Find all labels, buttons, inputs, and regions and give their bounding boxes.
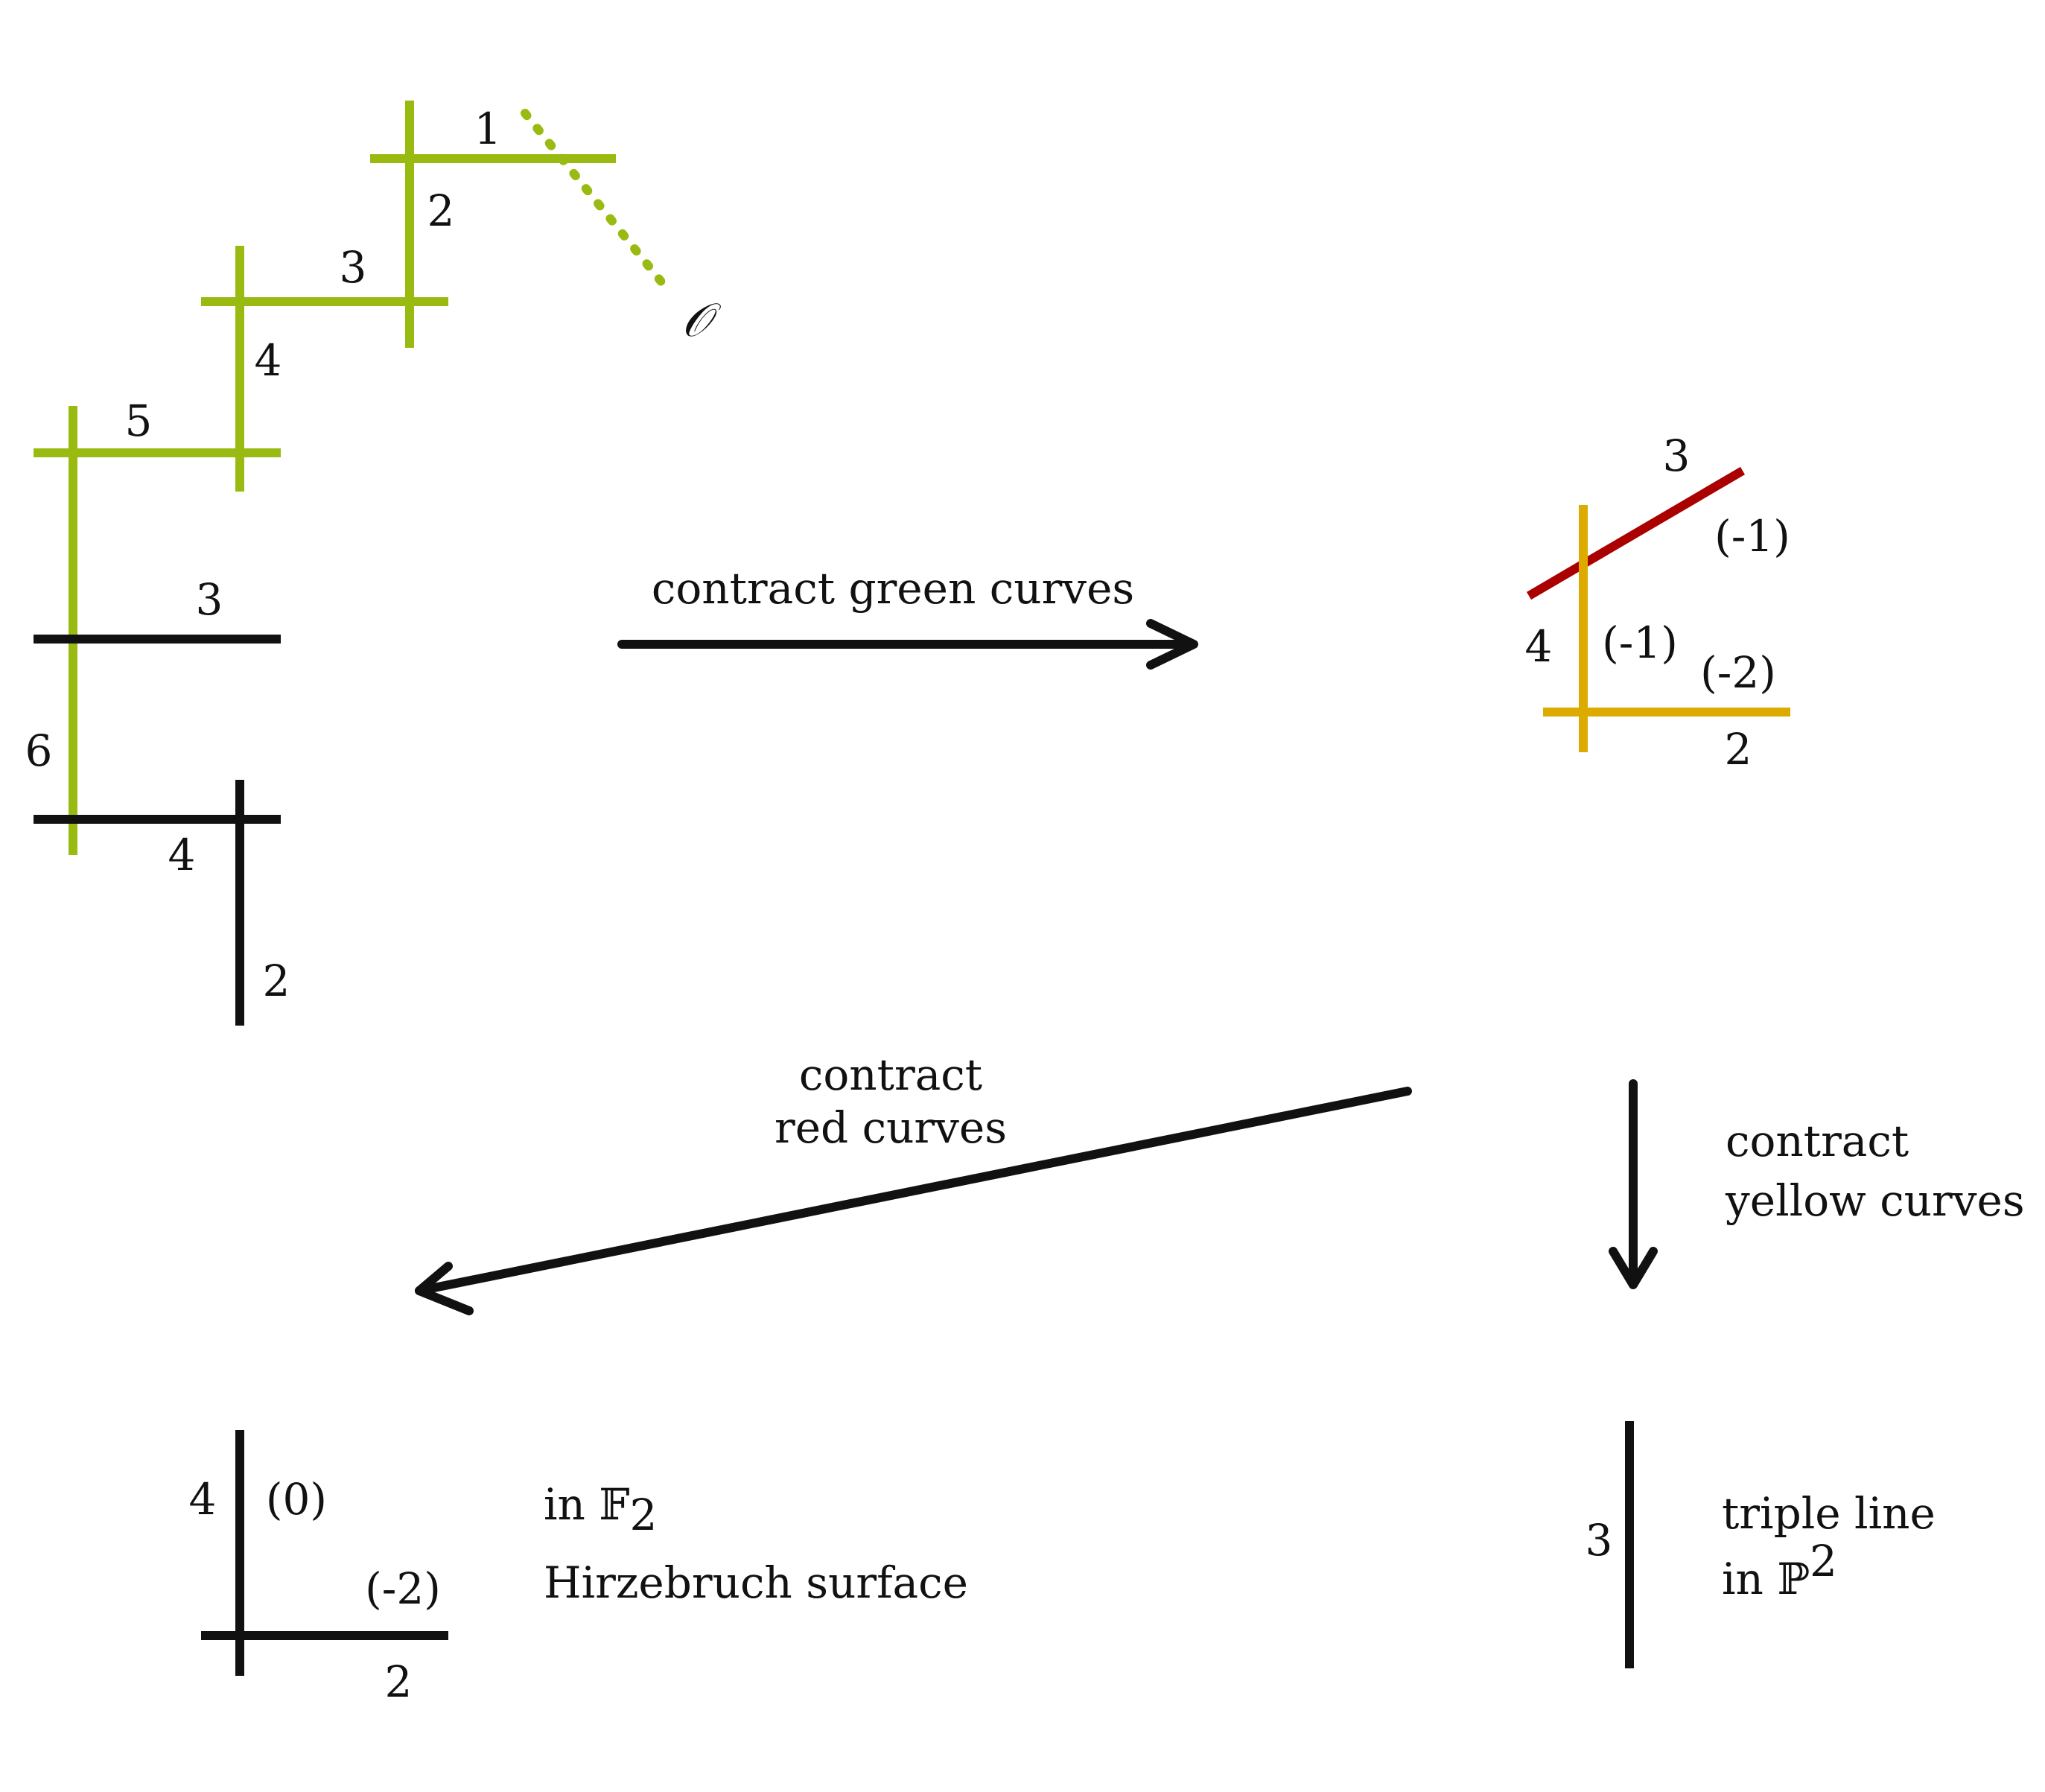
arrow-1-label: contract green curves xyxy=(652,563,1134,614)
black-label-2: 2 xyxy=(263,956,290,1006)
arrow-2-head xyxy=(415,1262,474,1315)
black-label-3: 3 xyxy=(196,574,223,625)
bottom-right-labels: 3 triple line in ℙ2 xyxy=(1586,1488,1936,1604)
section-self-intersection: (-2) xyxy=(365,1563,441,1614)
red-multiplicity: 3 xyxy=(1663,430,1691,481)
arrow-contract-green xyxy=(617,619,1198,670)
green-curve-chain xyxy=(34,101,616,855)
fiber-multiplicity: 4 xyxy=(189,1474,217,1525)
green-label-2: 2 xyxy=(427,185,455,236)
yellow-horizontal-multiplicity: 2 xyxy=(1725,724,1752,775)
black-label-4: 4 xyxy=(168,830,196,880)
green-label-5: 5 xyxy=(125,395,153,446)
green-label-3: 3 xyxy=(340,242,367,293)
red-curve xyxy=(1526,466,1746,600)
green-label-4: 4 xyxy=(255,335,282,386)
yellow-vertical-self-intersection: (-1) xyxy=(1602,617,1678,668)
f2-caption-line-2: Hirzebruch surface xyxy=(544,1557,968,1608)
arrow-3-head xyxy=(1609,1247,1658,1289)
top-left-labels: 1 2 3 4 5 6 𝒪 3 4 2 xyxy=(25,104,722,1006)
yellow-vertical-multiplicity: 4 xyxy=(1525,621,1553,672)
arrow-3-label-line-2: yellow curves xyxy=(1725,1175,2025,1226)
fiber-self-intersection: (0) xyxy=(266,1474,327,1525)
arrow-1-head xyxy=(1146,619,1198,670)
black-curves-top-left xyxy=(34,635,281,1026)
bottom-left-configuration xyxy=(201,1430,448,1676)
green-label-1: 1 xyxy=(474,104,502,154)
dotted-marked-curve xyxy=(521,109,671,293)
arrow-contract-yellow xyxy=(1609,1079,1658,1289)
arrow-2-shaft xyxy=(415,1087,1412,1295)
yellow-horizontal-self-intersection: (-2) xyxy=(1700,647,1776,698)
bottom-left-labels: 4 (0) (-2) 2 in 𝔽2 Hirzebruch surface xyxy=(189,1474,968,1707)
p2-caption-line-2: in ℙ2 xyxy=(1722,1536,1837,1604)
section-multiplicity: 2 xyxy=(385,1656,413,1707)
top-right-labels: 3 (-1) 4 (-1) (-2) 2 xyxy=(1525,430,1790,775)
arrow-3-label-line-1: contract xyxy=(1726,1116,1909,1166)
red-self-intersection: (-1) xyxy=(1714,511,1790,562)
top-right-configuration xyxy=(1526,466,1790,752)
arrow-contract-red xyxy=(415,1087,1412,1315)
green-label-6: 6 xyxy=(25,725,53,776)
marked-point-label: 𝒪 xyxy=(681,293,721,347)
f2-caption-line-1: in 𝔽2 xyxy=(544,1479,657,1540)
triple-line-multiplicity: 3 xyxy=(1586,1515,1613,1566)
arrow-2-label-line-1: contract xyxy=(799,1049,982,1100)
arrow-2-label-line-2: red curves xyxy=(775,1102,1007,1153)
p2-caption-line-1: triple line xyxy=(1722,1488,1936,1539)
